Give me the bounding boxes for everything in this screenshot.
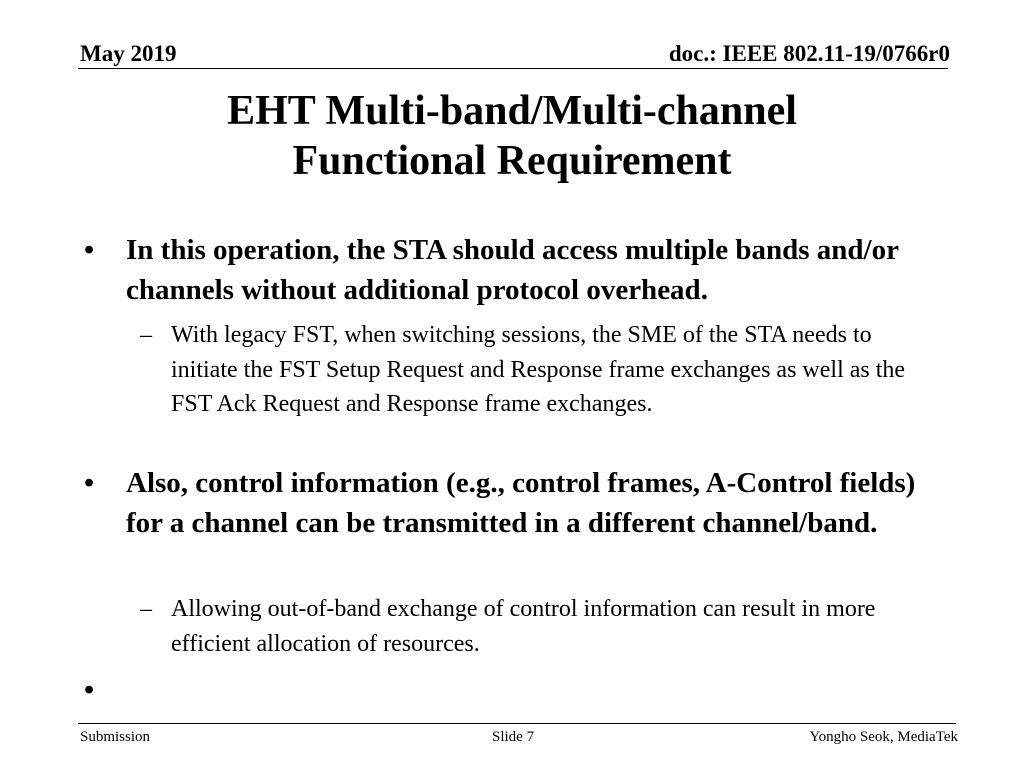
bullet-text-1: In this operation, the STA should access…	[126, 234, 899, 306]
sub-bullet-text-1: With legacy FST, when switching sessions…	[171, 322, 906, 417]
slide-title-line-1: EHT Multi-band/Multi-channel	[227, 88, 797, 134]
bullet-item-2: • Also, control information (e.g., contr…	[84, 463, 956, 543]
sub-bullet-item-1: – With legacy FST, when switching sessio…	[140, 318, 931, 422]
bullet-item-1: • In this operation, the STA should acce…	[84, 230, 956, 310]
sub-bullet-item-2: – Allowing out-of-band exchange of contr…	[140, 592, 931, 661]
footer-submission: Submission	[80, 729, 151, 745]
dash-marker: –	[140, 596, 152, 622]
bullet-marker: •	[84, 674, 95, 706]
bullet-marker: •	[84, 467, 95, 499]
sub-bullet-text-2: Allowing out-of-band exchange of control…	[171, 596, 876, 657]
bullet-text-2: Also, control information (e.g., control…	[126, 467, 916, 539]
footer-author: Yongho Seok, MediaTek	[809, 729, 958, 745]
dash-marker: –	[140, 322, 152, 348]
slide-title-line-2: Functional Requirement	[292, 138, 732, 184]
slide-title: EHT Multi-band/Multi-channel Functional …	[0, 86, 1024, 186]
header-document-id: doc.: IEEE 802.11-19/0766r0	[668, 41, 950, 66]
header-divider	[78, 68, 948, 69]
footer-divider	[78, 723, 956, 724]
footer-slide-number: Slide 7	[492, 729, 535, 745]
header-date: May 2019	[80, 41, 177, 66]
bullet-item-3: •	[84, 670, 956, 710]
bullet-marker: •	[84, 234, 95, 266]
